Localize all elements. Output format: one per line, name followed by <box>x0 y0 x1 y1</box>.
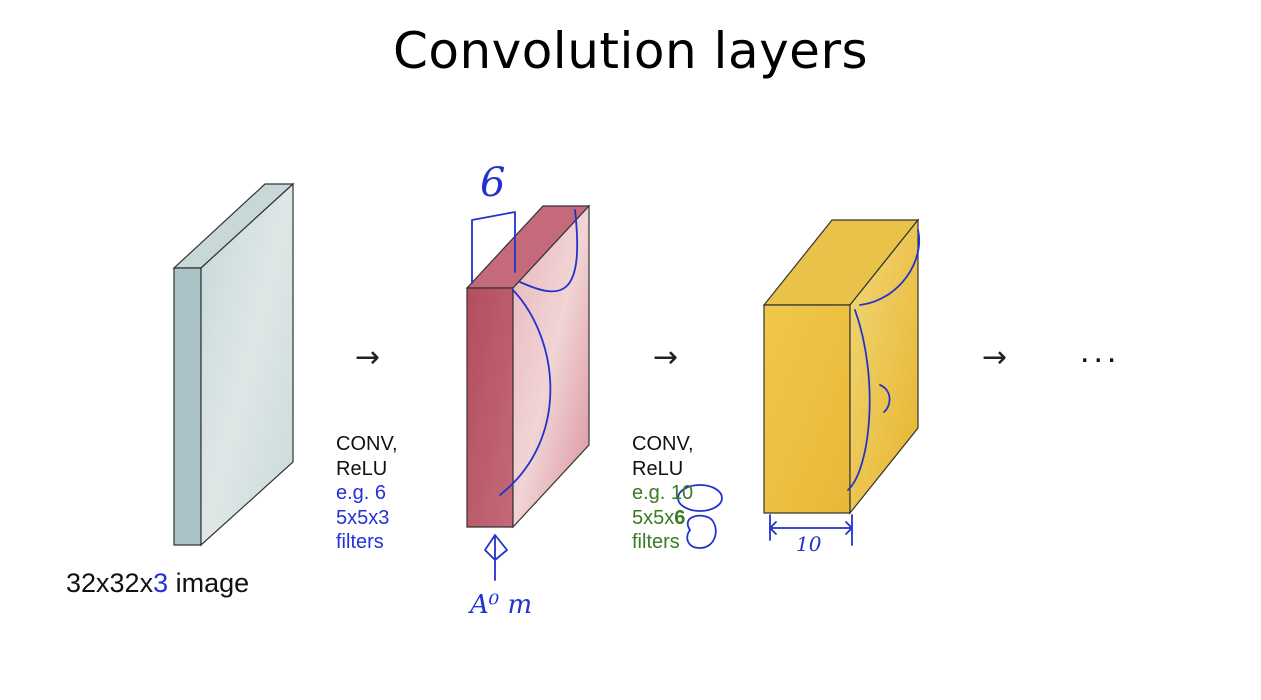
arrow-2: → <box>653 340 679 375</box>
input-caption-suffix: image <box>168 568 250 598</box>
layer1-filters-word: filters <box>336 531 384 553</box>
annotation-under-red: A⁰ m <box>470 590 533 620</box>
yellow-height-curve <box>847 229 921 491</box>
ink-annotations <box>471 209 921 581</box>
yellow-side-tick <box>879 384 891 413</box>
input-caption-prefix: 32x32x <box>66 568 154 598</box>
layer1-label: CONV, ReLU e.g. 6 5x5x3 filters <box>336 432 398 555</box>
layer2-filter-size: 5x5x6 <box>632 506 694 531</box>
red-height-curve <box>499 209 579 496</box>
red-volume <box>465 204 591 529</box>
input-volume-front <box>200 182 294 547</box>
layer2-filters-word: filters <box>632 531 680 553</box>
layer1-op-line1: CONV, <box>336 433 398 455</box>
layer2-label: CONV, ReLU e.g. 10 5x5x6 filters <box>632 432 694 555</box>
ellipsis: ... <box>1080 332 1121 370</box>
red-pointer-arrow <box>484 534 508 581</box>
layer2-filter-prefix: 5x5x <box>632 506 675 529</box>
layer2-op-line2: ReLU <box>632 457 684 480</box>
layer1-eg: e.g. 6 <box>336 482 387 504</box>
layer2-filter-depth: 6 <box>674 506 686 529</box>
annotation-depth-6: 6 <box>480 160 506 206</box>
yellow-volume <box>762 218 920 515</box>
slide-title: Convolution layers <box>392 22 869 80</box>
depth-bracket <box>471 211 516 284</box>
circle-6 <box>686 514 717 549</box>
input-volume <box>172 182 295 547</box>
yellow-volume-front <box>763 304 851 514</box>
input-volume-side <box>173 267 202 546</box>
layer2-eg-prefix: e.g. <box>632 482 671 504</box>
width-bracket <box>769 514 853 546</box>
layer1-filter-size: 5x5x3 <box>336 506 390 529</box>
layer1-op-line2: ReLU <box>336 457 388 480</box>
arrow-3: → <box>982 340 1008 375</box>
layer2-eg: e.g. 10 <box>632 481 694 506</box>
annotation-width-10: 10 <box>796 532 822 556</box>
input-caption-channels: 3 <box>153 568 169 598</box>
arrow-1: → <box>355 340 381 375</box>
red-volume-front <box>466 287 514 528</box>
layer2-op-line1: CONV, <box>632 433 694 455</box>
circle-10 <box>677 484 723 512</box>
input-caption: 32x32x3 image <box>66 568 249 599</box>
layer2-eg-value: 10 <box>670 482 694 504</box>
